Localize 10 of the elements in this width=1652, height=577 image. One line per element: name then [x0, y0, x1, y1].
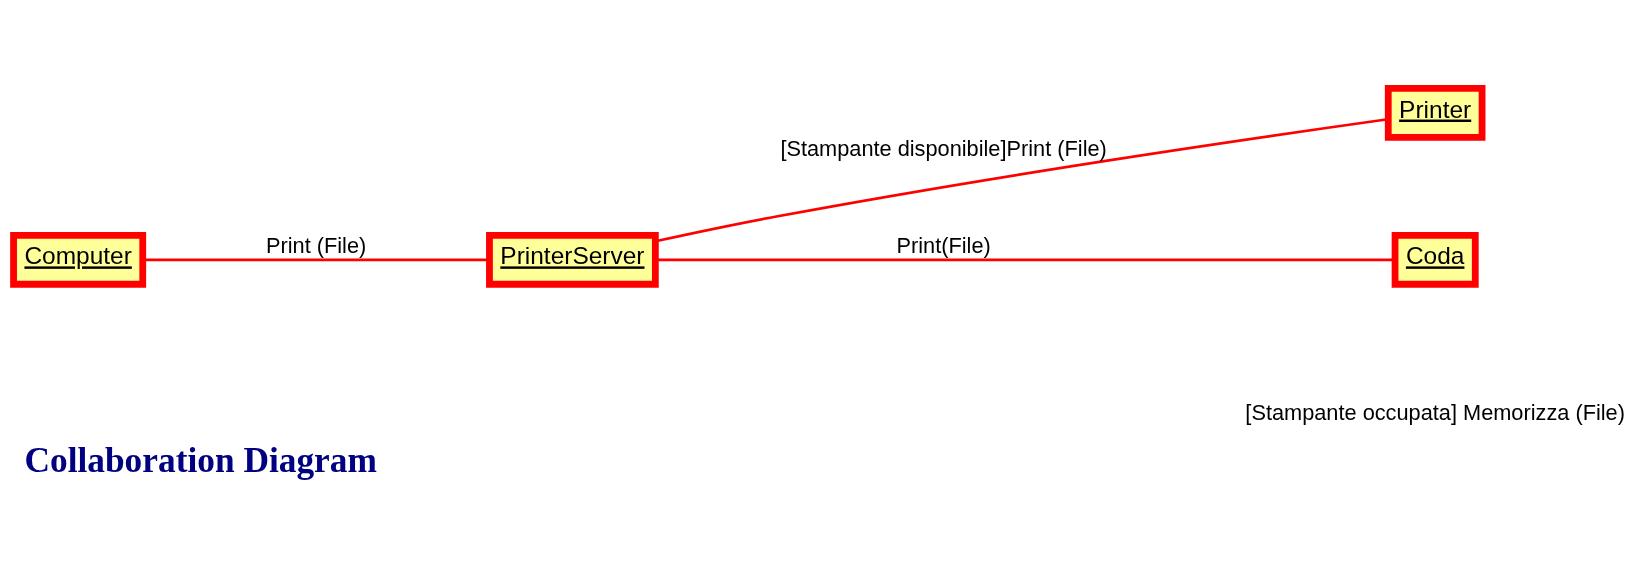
node-box: Computer — [10, 231, 147, 288]
node-box: Coda — [1391, 231, 1479, 288]
node-box: PrinterServer — [486, 231, 659, 288]
node-box: Printer — [1384, 84, 1486, 141]
edge-label: Print (File) — [265, 232, 367, 258]
edge-label: Print(File) — [896, 232, 991, 258]
connector — [655, 257, 1395, 261]
label: [Stampante occupata] Memorizza (File) — [1245, 399, 1625, 425]
diagram-title: Collaboration Diagram — [24, 439, 377, 480]
edge-label: [Stampante disponibile]Print (File) — [780, 135, 1107, 161]
